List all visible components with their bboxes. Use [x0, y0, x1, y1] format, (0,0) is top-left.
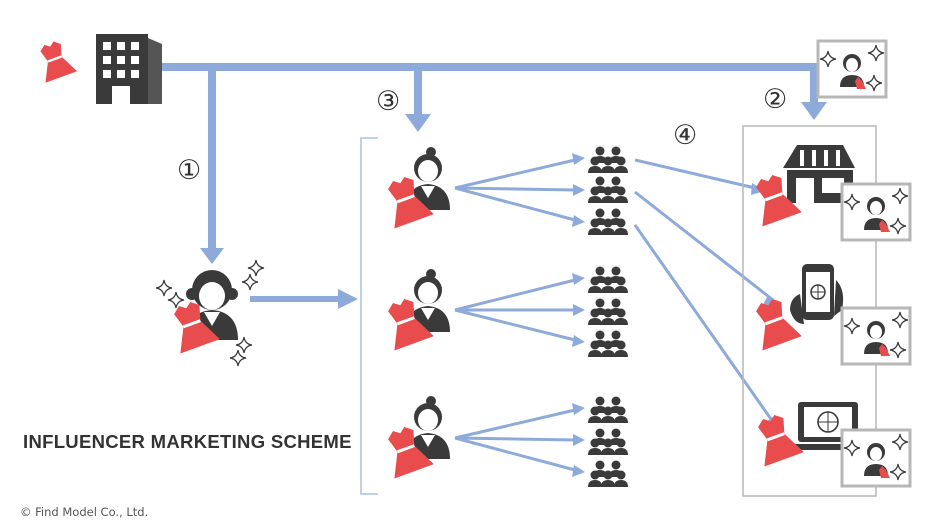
diagram-title: INFLUENCER MARKETING SCHEME — [23, 431, 352, 452]
company-building-icon — [96, 34, 162, 104]
influencer-icon — [186, 270, 238, 340]
step-4-label: ④ — [673, 120, 698, 151]
influencer-bracket — [360, 137, 378, 495]
dress-icon — [747, 408, 806, 468]
reach-arrows — [454, 158, 775, 472]
step-1-label: ① — [177, 155, 202, 186]
step-3-label: ③ — [376, 86, 401, 117]
dress-icon — [31, 36, 79, 84]
customer-group-icon — [588, 147, 628, 488]
step-2-label: ② — [763, 84, 788, 115]
smartphone-icon — [790, 264, 844, 324]
distribution-arrows — [160, 63, 827, 309]
copyright-notice: © Find Model Co., Ltd. — [20, 505, 149, 519]
